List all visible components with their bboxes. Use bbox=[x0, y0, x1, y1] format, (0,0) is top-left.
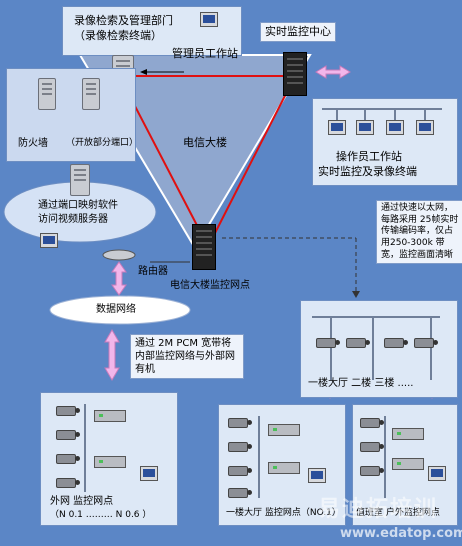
watermark-title: 易迪拓培训 bbox=[318, 497, 439, 522]
lobby-camera-2 bbox=[228, 442, 252, 452]
center-leftright-arrow bbox=[315, 65, 351, 79]
red-link-left bbox=[123, 84, 203, 236]
open-port-label: （开放部分端口） bbox=[66, 138, 139, 148]
router-body bbox=[102, 249, 136, 261]
mapping-label-1: 通过端口映射软件 bbox=[38, 200, 118, 211]
building-label: 电信大楼 bbox=[183, 136, 227, 149]
mapping-label-2: 访问视频服务器 bbox=[38, 214, 108, 225]
duty-camera-1 bbox=[360, 418, 384, 428]
floor-camera-3 bbox=[384, 338, 408, 348]
lobby-camera-3 bbox=[228, 466, 252, 476]
lobby-monitor bbox=[308, 468, 326, 483]
building-node-label: 电信大楼监控网点 bbox=[170, 280, 250, 291]
operator-monitor-3 bbox=[386, 120, 404, 135]
floor-camera-2 bbox=[346, 338, 370, 348]
ext-dvr-2 bbox=[94, 456, 126, 468]
operator-drop-1 bbox=[336, 108, 338, 120]
floors-drop-3 bbox=[430, 316, 432, 380]
floor-camera-4 bbox=[414, 338, 438, 348]
red-link-right bbox=[213, 81, 293, 236]
duty-bus bbox=[384, 416, 386, 498]
router-label: 路由器 bbox=[138, 266, 168, 277]
floors-label: 一楼大厅 二楼 三楼 ..... bbox=[308, 378, 414, 389]
duty-camera-2 bbox=[360, 442, 384, 452]
mapping-server-icon bbox=[70, 164, 90, 196]
duty-camera-3 bbox=[360, 466, 384, 476]
ext-camera-2 bbox=[56, 430, 80, 440]
operator-drop-4 bbox=[424, 108, 426, 120]
firewall-label: 防火墙 bbox=[18, 138, 48, 149]
ext-dvr-1 bbox=[94, 410, 126, 422]
ext-node-label-1: 外网 监控网点 bbox=[50, 496, 114, 507]
operator-monitor-1 bbox=[328, 120, 346, 135]
video-server-monitor bbox=[40, 233, 58, 248]
operator-drop-3 bbox=[394, 108, 396, 120]
lobby-dvr-1 bbox=[268, 424, 300, 436]
lobby-dvr-2 bbox=[268, 462, 300, 474]
server-panel bbox=[6, 68, 136, 162]
dept-workstation-monitor bbox=[200, 12, 218, 27]
lobby-bus bbox=[258, 416, 260, 498]
ext-node-label-2: （N 0.1 ……… N 0.6 ） bbox=[50, 510, 152, 520]
operator-network-bus bbox=[322, 108, 442, 110]
ethernet-note: 通过快速以太网，每路采用 25帧实时传输编码率，仅占用250-300k 带宽，监… bbox=[376, 200, 462, 265]
ext-bus bbox=[84, 404, 86, 492]
operator-label-2: 实时监控及录像终端 bbox=[318, 165, 417, 178]
dept-title: 录像检索及管理部门 bbox=[74, 14, 173, 27]
operator-monitor-2 bbox=[356, 120, 374, 135]
ext-camera-1 bbox=[56, 406, 80, 416]
building-node-rack bbox=[192, 224, 216, 270]
duty-node-label: 值班室 户外监控网点 bbox=[356, 508, 440, 518]
router-updown-arrow bbox=[111, 261, 127, 296]
data-network-cloud bbox=[49, 295, 191, 325]
lobby-node-label: 一楼大厅 监控网点（NO.1） bbox=[226, 508, 341, 518]
watermark-url: www.edatop.com bbox=[340, 526, 462, 541]
lobby-camera-4 bbox=[228, 488, 252, 498]
duty-monitor bbox=[428, 466, 446, 481]
admin-workstation-label: 管理员工作站 bbox=[172, 47, 238, 60]
pcm-updown-arrow bbox=[104, 329, 120, 381]
floors-drop-2 bbox=[372, 316, 374, 380]
monitor-center-box: 实时监控中心 bbox=[260, 22, 336, 43]
operator-label-1: 操作员工作站 bbox=[336, 150, 402, 163]
ext-camera-3 bbox=[56, 454, 80, 464]
data-network-label: 数据网络 bbox=[96, 304, 136, 315]
duty-dvr-2 bbox=[392, 458, 424, 470]
floors-drop-1 bbox=[330, 316, 332, 380]
operator-drop-2 bbox=[364, 108, 366, 120]
firewall-server-icon bbox=[38, 78, 56, 110]
pcm-note: 通过 2M PCM 宽带将内部监控网络与外部网有机 bbox=[130, 334, 244, 379]
ext-monitor bbox=[140, 466, 158, 481]
floors-network-bus bbox=[312, 316, 440, 318]
open-port-server-icon bbox=[82, 78, 100, 110]
lobby-camera-1 bbox=[228, 418, 252, 428]
ext-camera-4 bbox=[56, 478, 80, 488]
center-rack-icon bbox=[283, 52, 307, 96]
floor-camera-1 bbox=[316, 338, 340, 348]
operator-monitor-4 bbox=[416, 120, 434, 135]
dashed-arrow-head bbox=[352, 291, 360, 298]
duty-dvr-1 bbox=[392, 428, 424, 440]
admin-arrow-head bbox=[140, 69, 147, 75]
dept-subtitle: （录像检索终端） bbox=[74, 29, 162, 42]
